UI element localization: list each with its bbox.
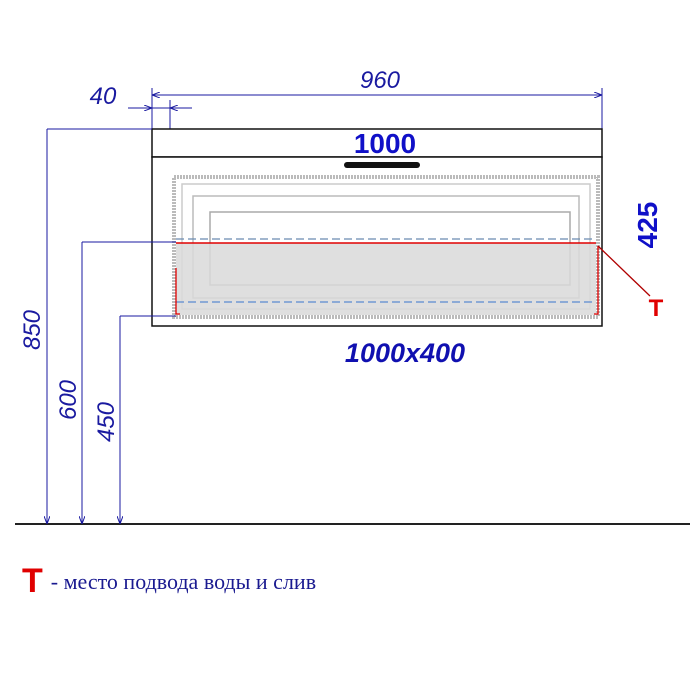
dimension-960-label: 960	[360, 67, 401, 94]
dimension-425-label: 425	[632, 202, 663, 249]
dimension-40-label: 40	[90, 83, 117, 110]
legend-marker: T	[22, 562, 43, 600]
dimension-850	[47, 128, 152, 524]
legend: T - место подвода воды и слив	[22, 562, 316, 601]
drawer-handle	[344, 162, 420, 168]
drawer-front	[172, 175, 600, 319]
sink-size-label: 1000x400	[345, 338, 465, 368]
dimension-850-label: 850	[19, 309, 46, 350]
dimension-1000-label: 1000	[354, 128, 416, 159]
marker-leader	[597, 245, 651, 297]
marker-t: T	[649, 295, 664, 322]
dimension-450	[120, 315, 176, 524]
dimension-600-label: 600	[55, 379, 82, 420]
legend-text: - место подвода воды и слив	[50, 568, 317, 594]
dimension-600	[82, 241, 176, 524]
dimension-450-label: 450	[93, 401, 120, 442]
